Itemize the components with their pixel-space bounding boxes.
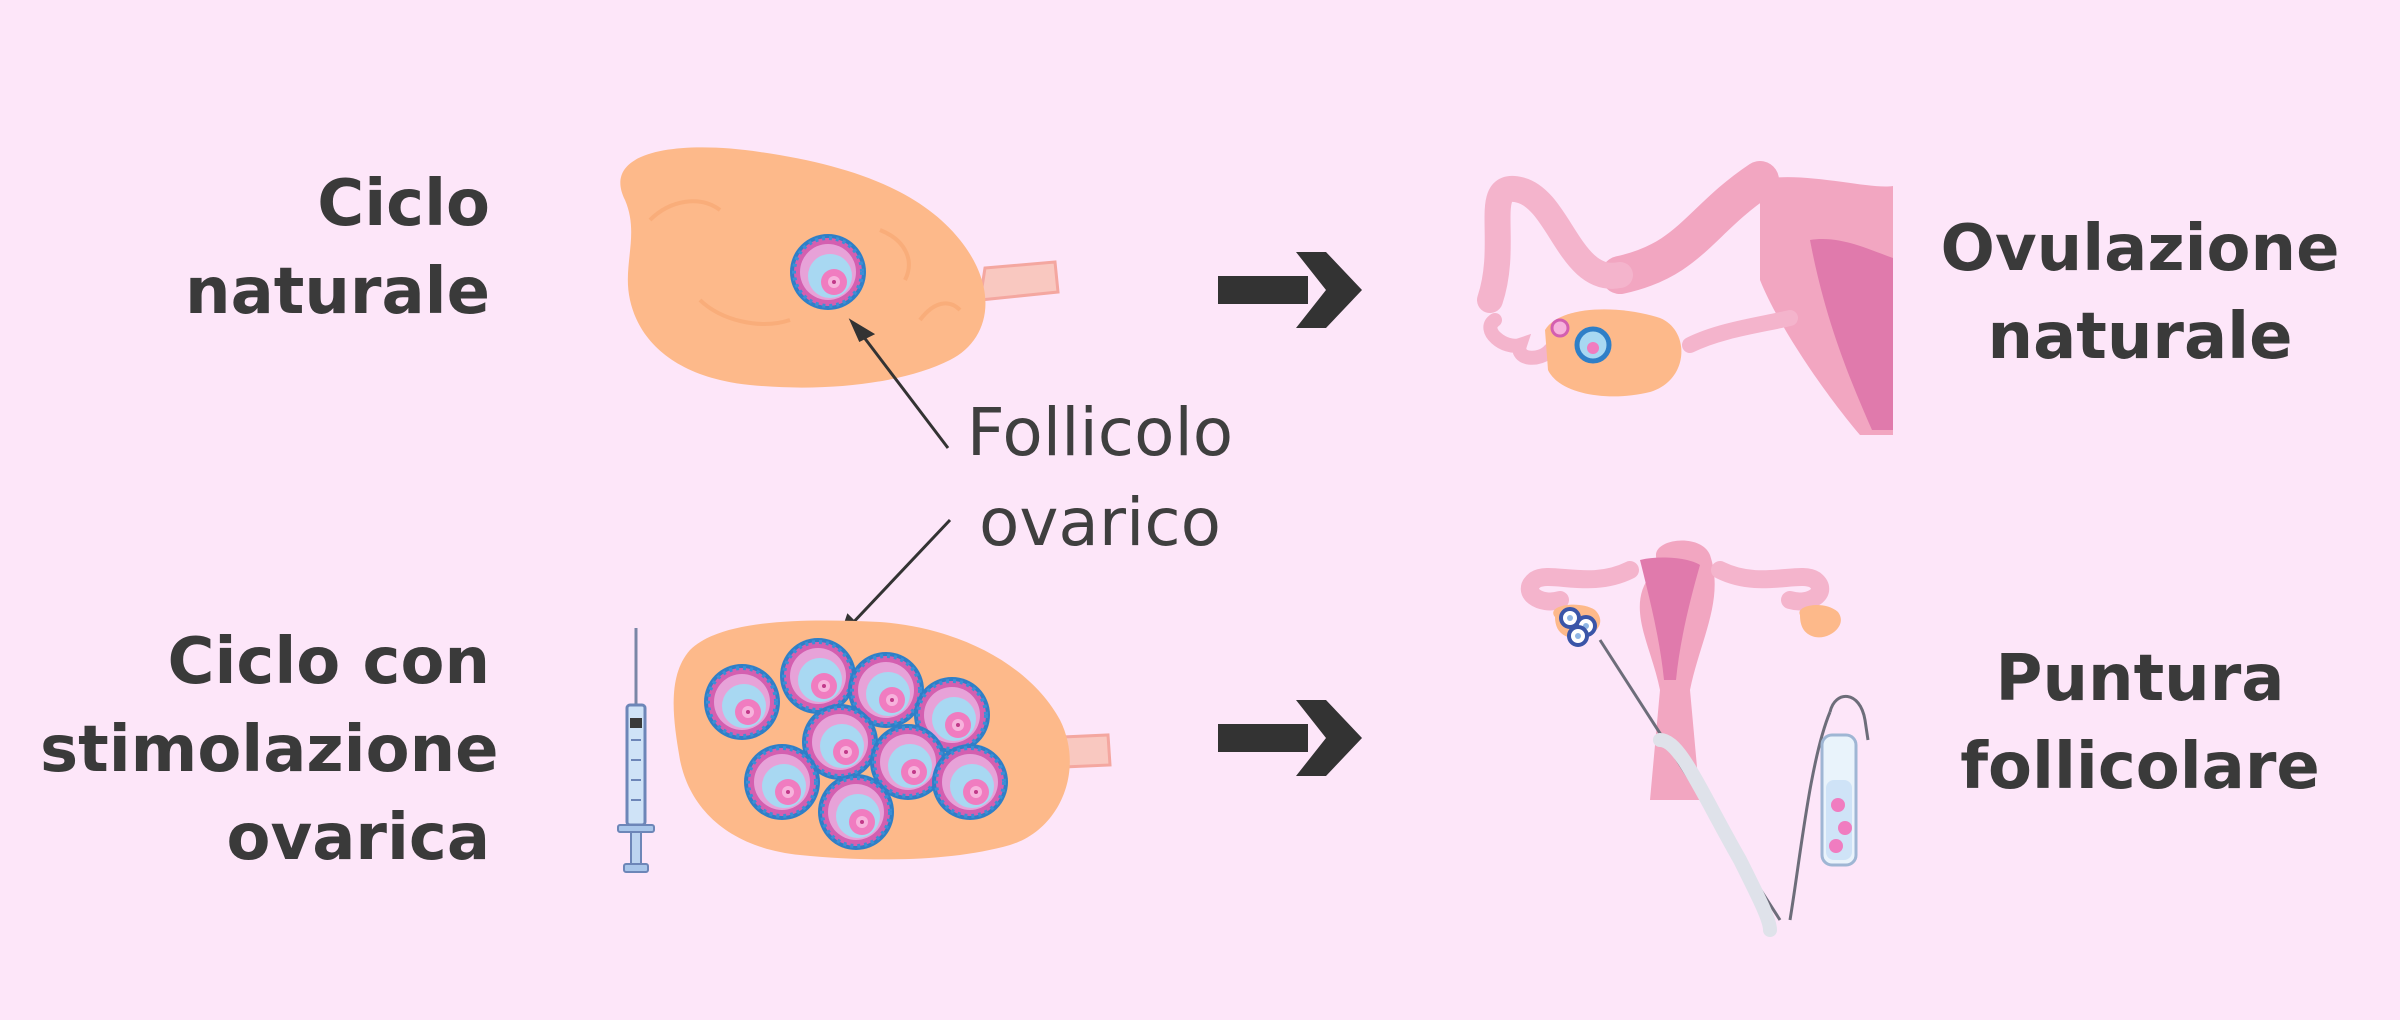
follicle-icon [788,232,868,312]
follicle-icon [742,742,822,822]
label-stimulated-cycle: Ciclo con stimolazione ovarica [40,625,499,875]
follicle-icon [1567,625,1589,647]
arrow-right-icon [1218,700,1362,776]
follicle-callout-label: Follicolo ovarico [966,394,1234,561]
label-follicular-puncture: Puntura follicolare [1960,642,2320,804]
ovary-natural-illustration [620,147,1060,388]
follicle-icon [816,772,896,852]
follicular-puncture-illustration [1520,540,1870,937]
arrow-right-icon [1218,252,1362,328]
natural-ovulation-illustration [1477,161,1893,435]
syringe-icon [617,628,655,873]
follicle-icon [778,636,858,716]
label-natural-cycle: Ciclo naturale [185,167,490,329]
ovary-stimulated-illustration [673,620,1112,860]
label-natural-ovulation: Ovulazione naturale [1940,212,2340,374]
follicle-icon [702,662,782,742]
follicle-icon [930,742,1010,822]
